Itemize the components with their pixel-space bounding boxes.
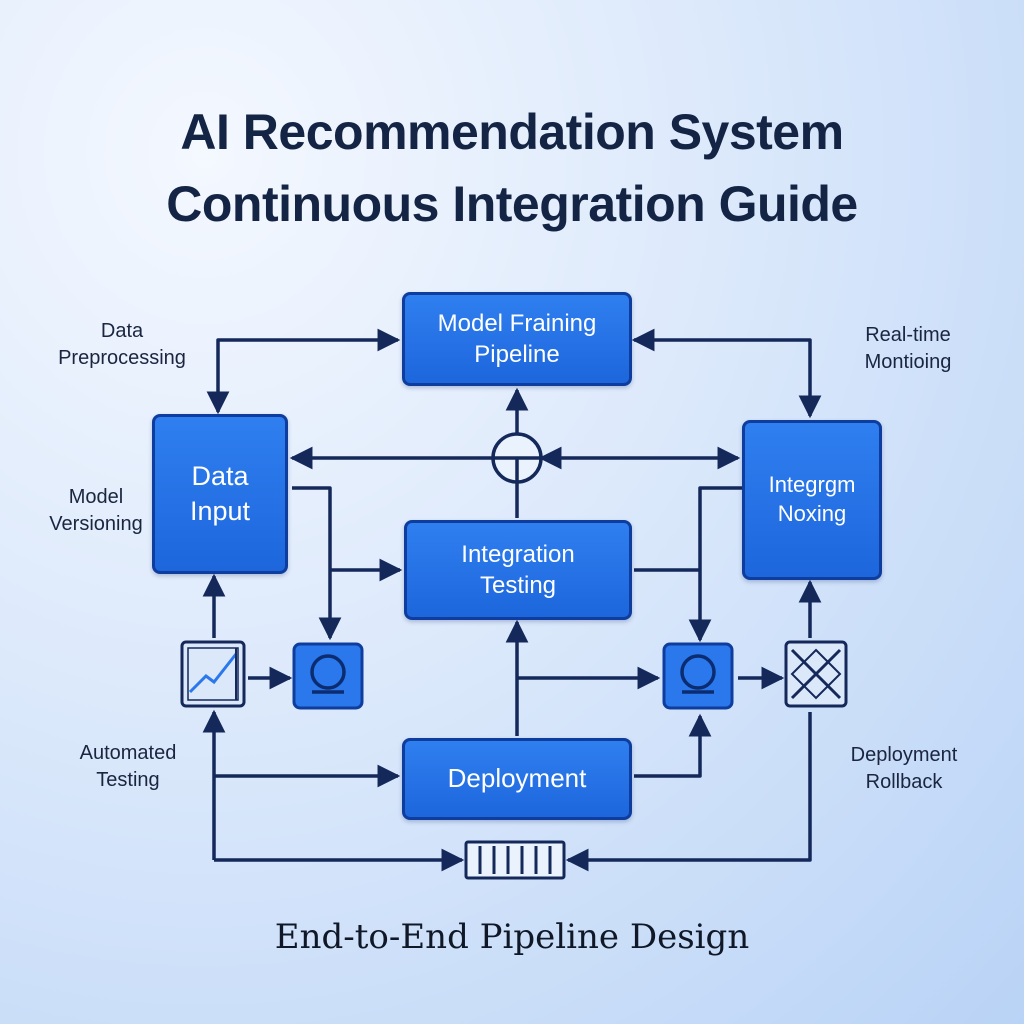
page-title-line-1: AI Recommendation System (180, 104, 844, 160)
label-data-preprocessing: Data Preprocessing (58, 318, 186, 372)
node-label-line-1: Integration (461, 540, 575, 568)
label-realtime-monitoring: Real-time Montioing (865, 322, 952, 376)
node-label-line-2: Input (189, 496, 251, 526)
label-line-1: Automated (79, 742, 177, 764)
node-label-line-2: Testing (479, 572, 557, 599)
node-label-line-1: Integrgm (768, 472, 856, 498)
label-line-1: Deployment (850, 744, 958, 766)
crossed-box-icon (784, 640, 848, 708)
junction-circle-icon (491, 432, 543, 484)
node-deployment[interactable]: Deployment (402, 738, 632, 820)
node-label-line-1: Deployment (447, 763, 587, 794)
node-integration-testing[interactable]: Integration Testing (404, 520, 632, 620)
node-label-line-2: Noxing (777, 501, 847, 526)
connector-deployment-to-gauge (634, 713, 712, 778)
connector-integrgm-to-gauge (688, 486, 742, 643)
node-model-training-pipeline[interactable]: Model Fraining Pipeline (402, 292, 632, 386)
connector-data-to-training (206, 328, 401, 415)
label-automated-testing: Automated Testing (80, 740, 177, 794)
node-data-input[interactable]: Data Input (152, 414, 288, 574)
footer-caption: End-to-End Pipeline Design (274, 917, 750, 957)
node-integration-noting[interactable]: Integrgm Noxing (742, 420, 882, 580)
connector-training-to-integrgm (631, 328, 822, 419)
chart-icon (180, 640, 246, 708)
gauge-icon (662, 642, 734, 710)
label-line-2: Preprocessing (58, 347, 186, 369)
label-line-1: Data (100, 320, 144, 342)
label-line-1: Real-time (865, 324, 951, 346)
label-line-1: Model (68, 486, 124, 508)
connector-data-to-gauge (292, 486, 342, 641)
gauge-icon (292, 642, 364, 710)
connector-bottom-right-to-queue (565, 712, 812, 872)
label-line-2: Rollback (865, 771, 943, 793)
label-model-versioning: Model Versioning (49, 484, 142, 538)
label-deployment-rollback: Deployment Rollback (851, 742, 958, 796)
node-label-line-1: Model Fraining (437, 309, 597, 337)
label-line-2: Versioning (49, 513, 143, 535)
node-label-line-1: Data (191, 460, 249, 491)
queue-icon (464, 840, 566, 880)
label-line-2: Testing (96, 769, 160, 791)
label-line-2: Montioing (864, 351, 952, 373)
node-label-line-2: Pipeline (474, 341, 560, 368)
page-title-line-2: Continuous Integration Guide (166, 176, 858, 232)
